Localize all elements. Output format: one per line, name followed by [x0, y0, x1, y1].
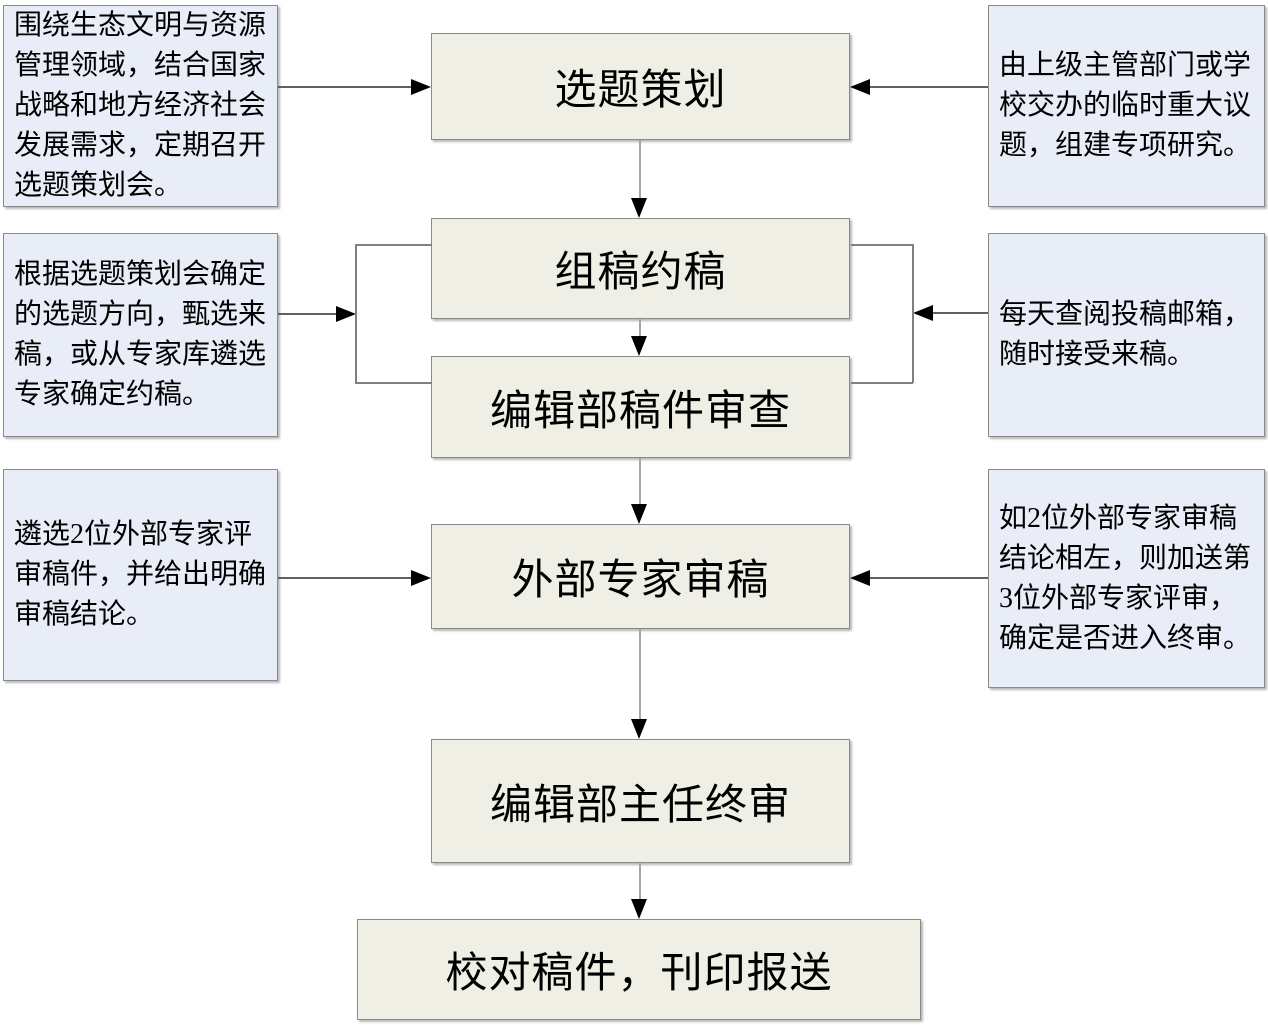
- process-box-label: 校对稿件，刊印报送: [445, 951, 833, 997]
- note-text: 遴选2位外部专家评审稿件，并给出明确审稿结论。: [14, 519, 267, 630]
- note-box-left-topic-planning: 围绕生态文明与资源管理领域，结合国家战略和地方经济社会发展需求，定期召开选题策划…: [3, 5, 278, 207]
- arrowhead-down-icon: [631, 899, 647, 919]
- arrowhead-down-icon: [631, 504, 647, 524]
- process-box-director-final-review: 编辑部主任终审: [431, 739, 850, 863]
- process-box-editorial-dept-review: 编辑部稿件审查: [431, 356, 850, 458]
- process-box-manuscript-solicitation: 组稿约稿: [431, 218, 850, 319]
- connector-line-step1-step2: [639, 140, 641, 200]
- bracket-right-bottom-stub: [851, 382, 913, 384]
- bracket-left-bottom-stub: [355, 382, 432, 384]
- note-box-left-expert-review: 遴选2位外部专家评审稿件，并给出明确审稿结论。: [3, 469, 278, 681]
- arrowhead-down-icon: [631, 719, 647, 739]
- process-box-label: 选题策划: [554, 68, 727, 114]
- arrowhead-left-icon: [850, 570, 870, 586]
- note-text: 如2位外部专家审稿结论相左，则加送第3位外部专家评审，确定是否进入终审。: [999, 502, 1252, 654]
- process-box-label: 组稿约稿: [554, 250, 727, 296]
- arrowhead-right-icon: [336, 306, 356, 322]
- arrowhead-right-icon: [411, 79, 431, 95]
- process-box-label: 编辑部主任终审: [489, 782, 791, 829]
- arrowhead-down-icon: [631, 198, 647, 218]
- arrowhead-left-icon: [913, 305, 933, 321]
- arrow-line-right-note1: [869, 86, 988, 88]
- process-box-label: 编辑部稿件审查: [489, 388, 791, 435]
- note-box-right-submissions: 每天查阅投稿邮箱，随时接受来稿。: [988, 233, 1265, 437]
- bracket-right-vertical: [912, 244, 914, 383]
- arrow-line-left-note1: [278, 86, 412, 88]
- arrow-line-left-note2: [278, 313, 337, 315]
- bracket-left-vertical: [355, 244, 357, 383]
- connector-line-step2-step3: [639, 319, 641, 338]
- arrow-line-left-note3: [278, 577, 412, 579]
- note-box-left-solicitation: 根据选题策划会确定的选题方向，甄选来稿，或从专家库遴选专家确定约稿。: [3, 233, 278, 437]
- process-box-topic-planning: 选题策划: [431, 33, 850, 140]
- connector-line-step4-step5: [639, 629, 641, 721]
- connector-line-step5-step6: [639, 863, 641, 901]
- arrowhead-down-icon: [631, 336, 647, 356]
- note-text: 由上级主管部门或学校交办的临时重大议题，组建专项研究。: [999, 50, 1252, 161]
- bracket-left-top-stub: [355, 244, 432, 246]
- process-box-proofread-print-submit: 校对稿件，刊印报送: [357, 919, 921, 1020]
- note-text: 围绕生态文明与资源管理领域，结合国家战略和地方经济社会发展需求，定期召开选题策划…: [14, 10, 267, 201]
- note-text: 根据选题策划会确定的选题方向，甄选来稿，或从专家库遴选专家确定约稿。: [14, 259, 267, 410]
- note-text: 每天查阅投稿邮箱，随时接受来稿。: [999, 299, 1252, 370]
- note-box-right-topic-planning: 由上级主管部门或学校交办的临时重大议题，组建专项研究。: [988, 5, 1265, 207]
- connector-line-step3-step4: [639, 458, 641, 506]
- arrow-line-right-note2: [932, 312, 988, 314]
- note-box-right-third-expert: 如2位外部专家审稿结论相左，则加送第3位外部专家评审，确定是否进入终审。: [988, 469, 1265, 688]
- arrowhead-left-icon: [850, 79, 870, 95]
- bracket-right-top-stub: [851, 244, 913, 246]
- arrowhead-right-icon: [411, 570, 431, 586]
- process-box-label: 外部专家审稿: [511, 558, 770, 604]
- process-box-external-expert-review: 外部专家审稿: [431, 524, 850, 629]
- arrow-line-right-note3: [869, 577, 988, 579]
